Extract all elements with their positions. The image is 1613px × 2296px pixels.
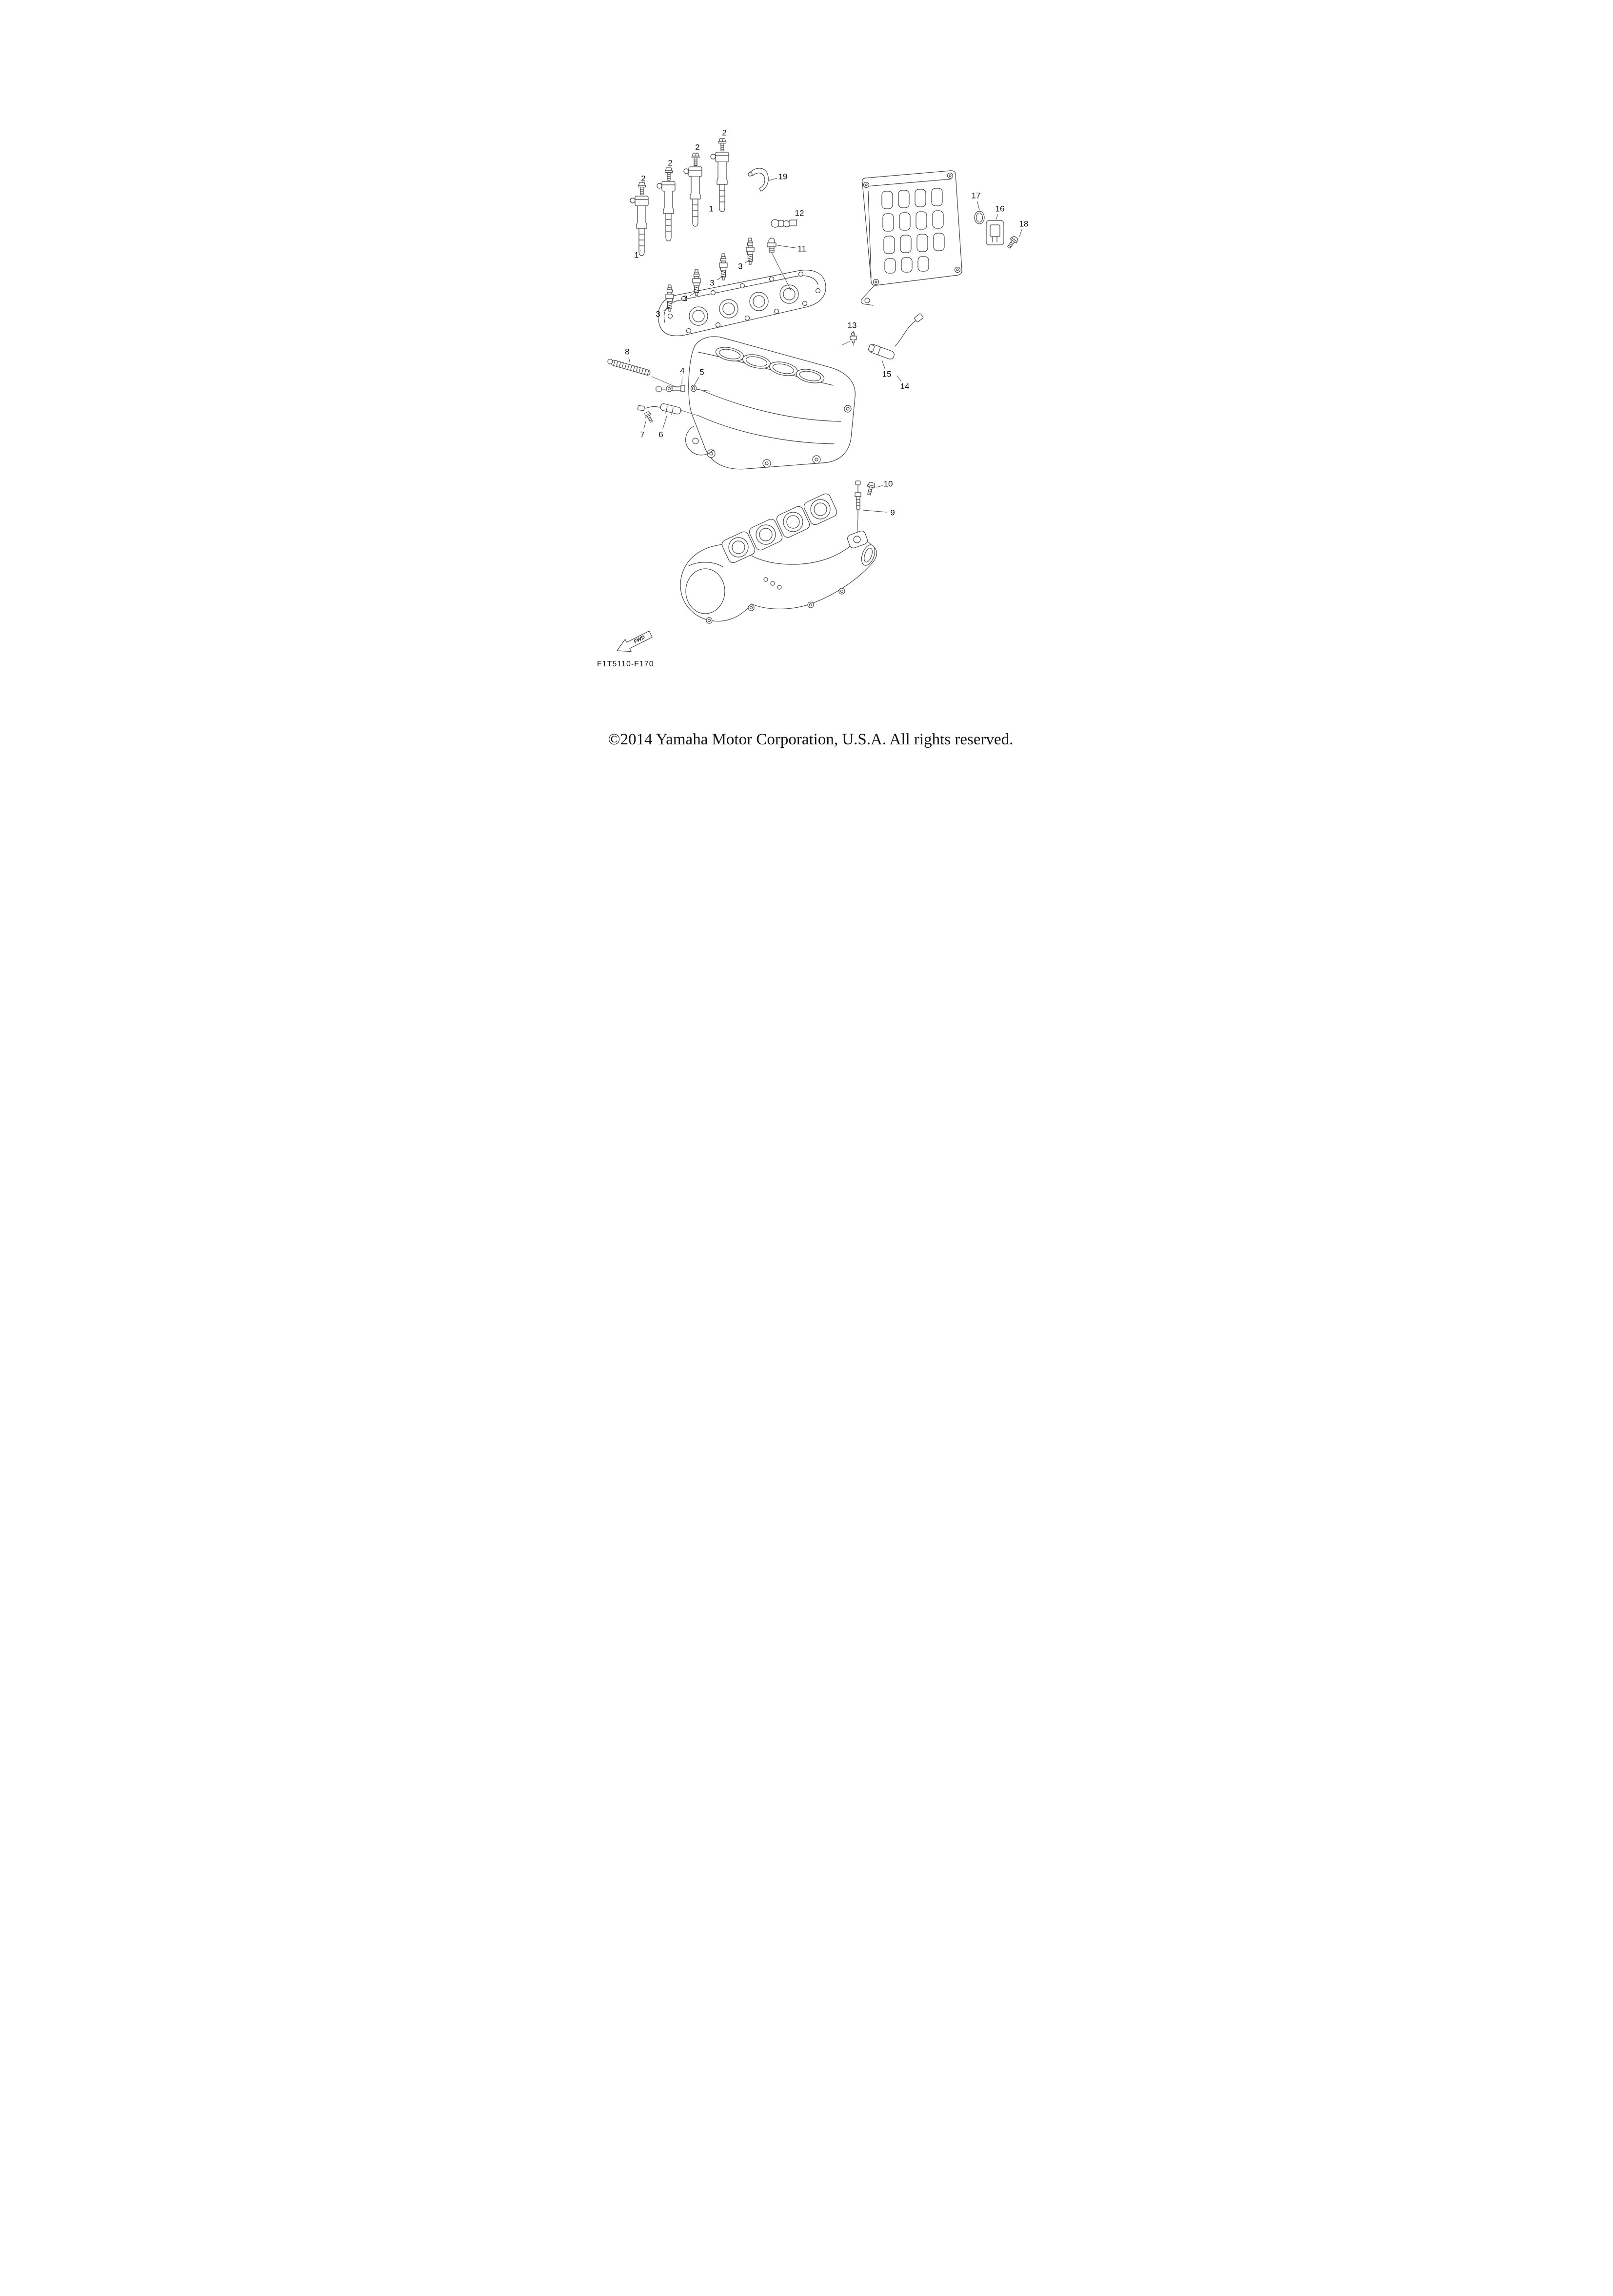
copyright-text: ©2014 Yamaha Motor Corporation, U.S.A. A… [608, 731, 1014, 748]
callout-number-2: 2 [695, 143, 699, 152]
electrical-box [860, 170, 962, 306]
callout-leader-13 [853, 331, 855, 335]
callout-leader-3 [717, 276, 724, 280]
sensor-boss [847, 530, 868, 549]
sensor-4-washer-5 [656, 384, 697, 392]
cylinder-head-cover [657, 270, 826, 337]
callout-number-2: 2 [668, 159, 672, 168]
callout-number-5: 5 [699, 368, 704, 377]
cylinder-bores [715, 347, 825, 383]
callout-leader-7 [643, 421, 646, 429]
callout-number-3: 3 [738, 262, 742, 271]
module-16 [986, 220, 1004, 245]
heat-sink-fins [881, 188, 945, 274]
stay-bracket-19 [748, 168, 769, 192]
bolt-18 [1005, 235, 1019, 250]
callout-leader-17 [977, 201, 980, 211]
callout-number-7: 7 [640, 430, 644, 439]
cylinder-block [685, 336, 856, 470]
callout-number-18: 18 [1019, 220, 1029, 229]
callout-number-10: 10 [884, 479, 893, 489]
callout-leader-2 [722, 138, 723, 142]
callout-number-8: 8 [625, 347, 629, 357]
install-lines [651, 252, 858, 532]
callout-leader-3 [663, 307, 670, 312]
spark-plug-4 [746, 238, 755, 265]
o-ring-17 [974, 211, 985, 224]
sensor-12 [771, 219, 797, 228]
callout-number-14: 14 [900, 382, 910, 391]
callout-number-17: 17 [972, 191, 981, 200]
callout-number-9: 9 [890, 508, 895, 518]
callout-leader-3 [745, 259, 751, 263]
callout-leader-5 [694, 377, 699, 386]
callout-leader-14 [896, 375, 902, 382]
exhaust-ports [721, 493, 837, 563]
spark-plug-3 [719, 253, 728, 280]
diagram-artwork [607, 138, 1019, 652]
callout-leader-3 [690, 291, 697, 296]
callout-number-1: 1 [709, 204, 713, 214]
sender-14-15 [868, 313, 924, 359]
sensor-9 [855, 480, 861, 517]
electrical-parts-diagram: FWD 222211191211333317161813151484576109… [597, 128, 1028, 749]
diagram-code: F1T5110-F170 [597, 660, 654, 668]
lead-8 [607, 359, 651, 376]
callout-number-2: 2 [641, 174, 645, 183]
callout-leader-16 [996, 214, 998, 220]
exhaust-manifold [680, 493, 877, 624]
sensor-13 [850, 332, 857, 346]
callout-number-19: 19 [778, 172, 788, 181]
callout-number-3: 3 [710, 279, 714, 288]
callout-number-15: 15 [882, 370, 892, 379]
callout-number-16: 16 [996, 204, 1005, 214]
spark-plug-towers [689, 284, 799, 326]
bolt-10 [865, 481, 876, 496]
callout-leader-8 [628, 357, 631, 364]
callout-number-6: 6 [658, 430, 663, 439]
callout-number-13: 13 [848, 321, 857, 330]
callout-number-2: 2 [722, 128, 726, 138]
callout-number-3: 3 [683, 294, 687, 303]
ignition-coil-3 [683, 166, 702, 227]
callout-number-11: 11 [797, 244, 806, 254]
ignition-coil-1 [630, 196, 649, 256]
sensor-11 [767, 238, 777, 253]
callout-leader-15 [881, 359, 885, 369]
callout-leader-10 [876, 485, 883, 488]
callout-leader-19 [768, 178, 777, 181]
callout-leader-11 [777, 245, 797, 248]
callout-leader-9 [863, 510, 887, 513]
ignition-coil-2 [657, 181, 676, 241]
callout-number-1: 1 [634, 251, 638, 260]
callout-leader-1 [640, 249, 641, 251]
sensor-6-bolt-7 [637, 403, 681, 424]
ignition-coil-4 [710, 152, 729, 212]
callout-number-12: 12 [795, 209, 804, 218]
callout-number-3: 3 [656, 310, 660, 319]
fwd-arrow [617, 631, 653, 652]
callout-leader-18 [1019, 229, 1022, 237]
callout-number-4: 4 [680, 366, 684, 376]
callout-leader-6 [662, 414, 668, 429]
